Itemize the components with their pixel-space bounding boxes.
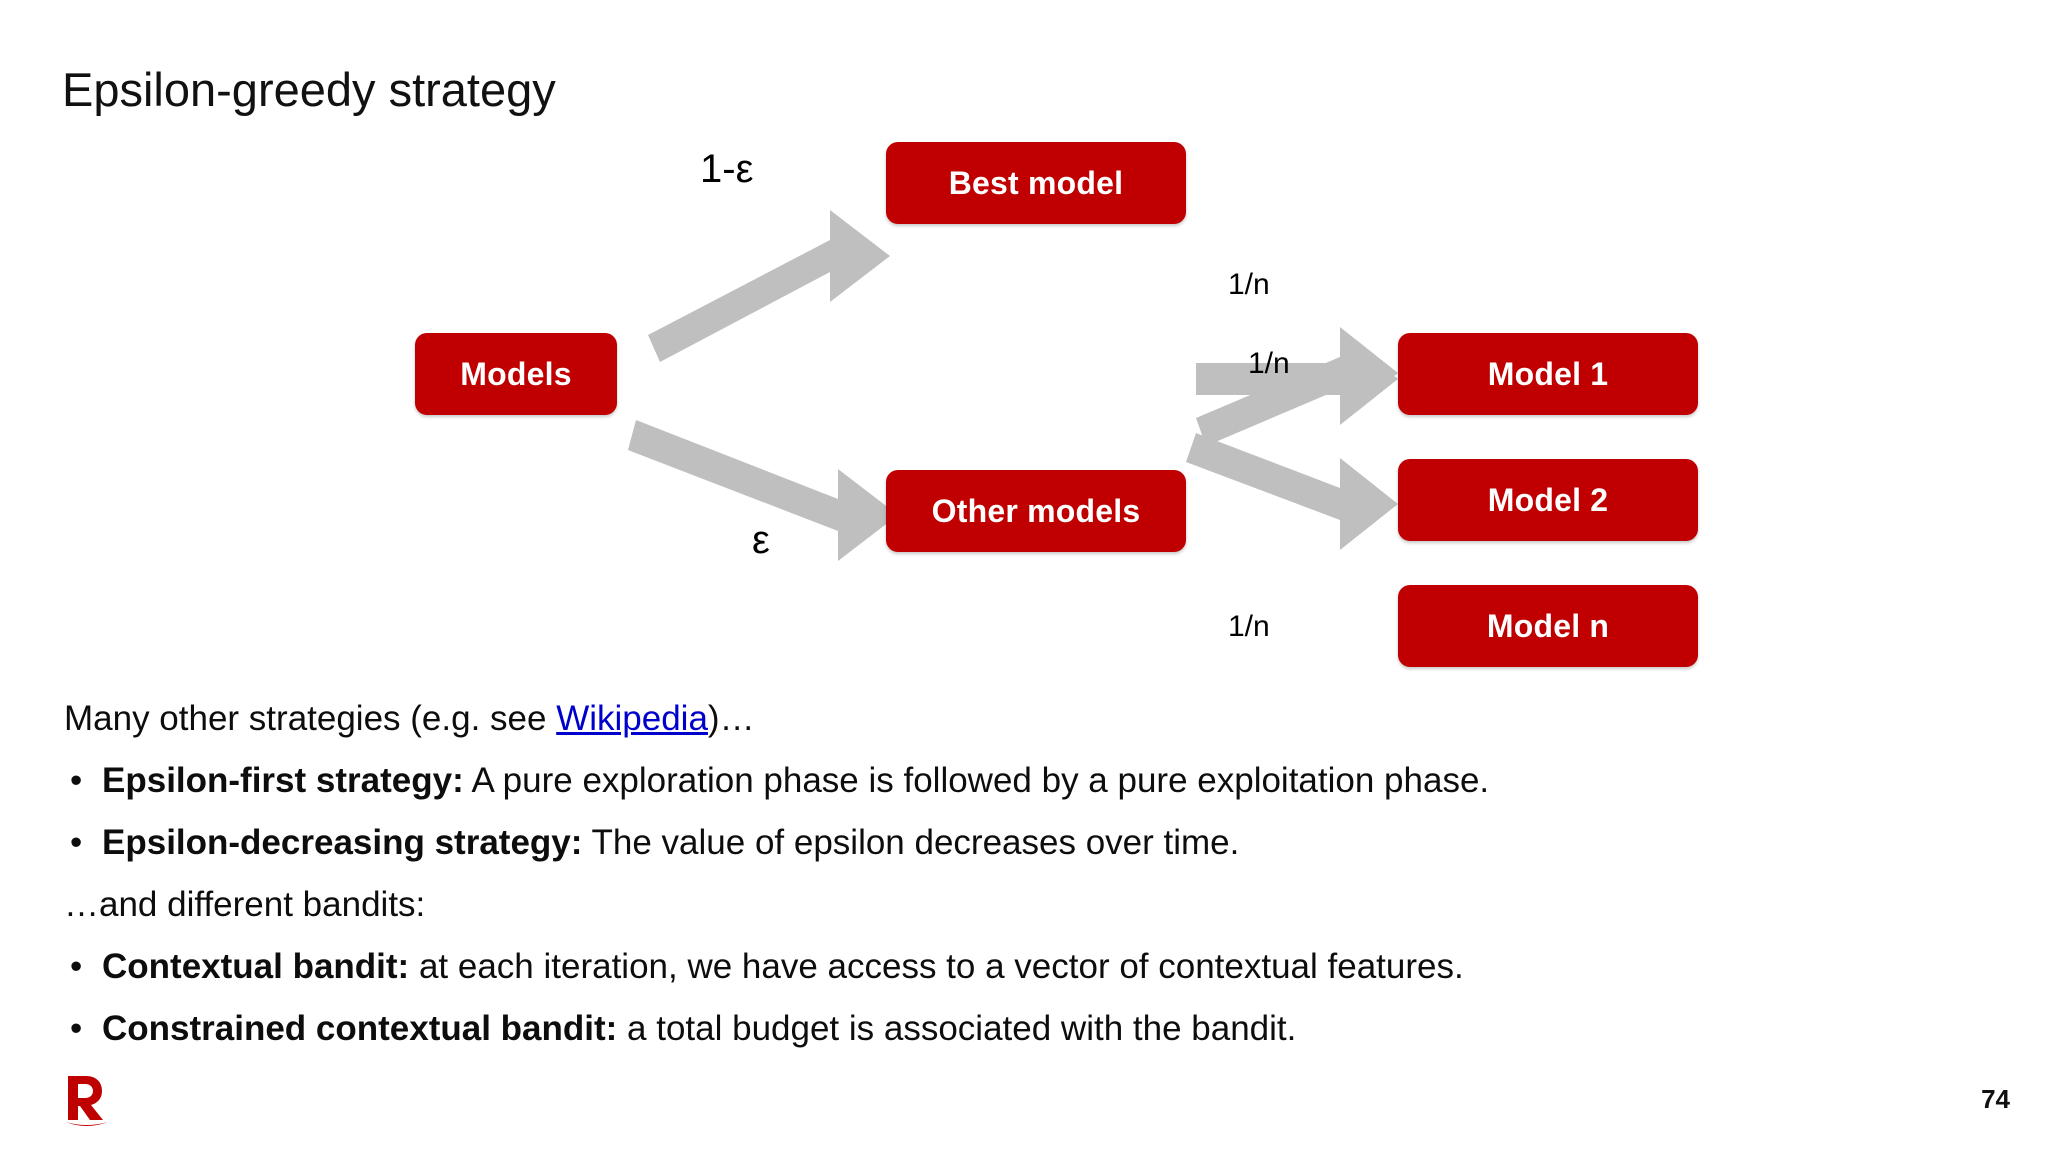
node-other-models[interactable]: Other models <box>886 470 1186 552</box>
bullet-icon: • <box>70 1009 83 1048</box>
node-models[interactable]: Models <box>415 333 617 415</box>
node-model-n-label: Model n <box>1486 607 1610 644</box>
bandits-intro-line: …and different bandits: <box>64 885 426 924</box>
bullet-icon: • <box>70 823 83 862</box>
node-best-model-label: Best model <box>948 164 1124 201</box>
rakuten-r-logo-icon <box>66 1076 108 1126</box>
list-item-lead: Constrained contextual bandit: <box>102 1009 618 1048</box>
arrow-other-models-to-model-n <box>1186 433 1398 550</box>
arrow-models-to-best-model <box>648 210 890 362</box>
edge-label-one-over-n-model-2: 1/n <box>1248 347 1290 380</box>
epsilon-greedy-flow-diagram: Models Best model Other models Model 1 M… <box>0 142 2048 670</box>
node-model-1-label: Model 1 <box>1487 355 1609 392</box>
list-item-lead: Epsilon-first strategy: <box>102 761 464 800</box>
node-model-2-label: Model 2 <box>1487 481 1609 518</box>
node-models-label: Models <box>460 355 572 392</box>
list-item-text: The value of epsilon decreases over time… <box>582 823 1240 862</box>
arrow-other-models-to-model-2 <box>1196 333 1398 425</box>
bullet-icon: • <box>70 947 83 986</box>
node-model-1[interactable]: Model 1 <box>1398 333 1698 415</box>
edge-label-one-over-n-model-n: 1/n <box>1228 610 1270 643</box>
diagram-arrows <box>628 210 1398 561</box>
bullet-icon: • <box>70 761 83 800</box>
list-item-text: a total budget is associated with the ba… <box>617 1009 1297 1048</box>
list-item-lead: Epsilon-decreasing strategy: <box>102 823 583 862</box>
node-other-models-label: Other models <box>931 492 1141 529</box>
intro-after-link: )… <box>707 699 755 738</box>
intro-before-link: Many other strategies (e.g. see <box>64 699 557 738</box>
node-best-model[interactable]: Best model <box>886 142 1186 224</box>
node-model-n[interactable]: Model n <box>1398 585 1698 667</box>
arrow-models-to-other-models <box>628 420 898 561</box>
edge-label-epsilon: ε <box>752 518 770 562</box>
list-item: • Contextual bandit: at each iteration, w… <box>64 936 1984 998</box>
node-model-2[interactable]: Model 2 <box>1398 459 1698 541</box>
intro-line: Many other strategies (e.g. see Wikipedi… <box>64 688 1984 750</box>
body-content: Many other strategies (e.g. see Wikipedi… <box>64 688 1984 1060</box>
list-item: • Epsilon-first strategy: A pure explorat… <box>64 750 1984 812</box>
list-item-text: A pure exploration phase is followed by … <box>463 761 1490 800</box>
edge-label-one-minus-epsilon: 1-ε <box>700 147 754 191</box>
list-item-lead: Contextual bandit: <box>102 947 410 986</box>
list-item-text: at each iteration, we have access to a v… <box>409 947 1464 986</box>
page-title: Epsilon-greedy strategy <box>62 63 556 116</box>
list-item: • Epsilon-decreasing strategy: The value … <box>64 812 1984 874</box>
edge-label-one-over-n-model-1: 1/n <box>1228 268 1270 301</box>
list-item: • Constrained contextual bandit: a total … <box>64 998 1984 1060</box>
wikipedia-link[interactable]: Wikipedia <box>556 699 708 738</box>
page-number: 74 <box>1981 1084 2010 1114</box>
